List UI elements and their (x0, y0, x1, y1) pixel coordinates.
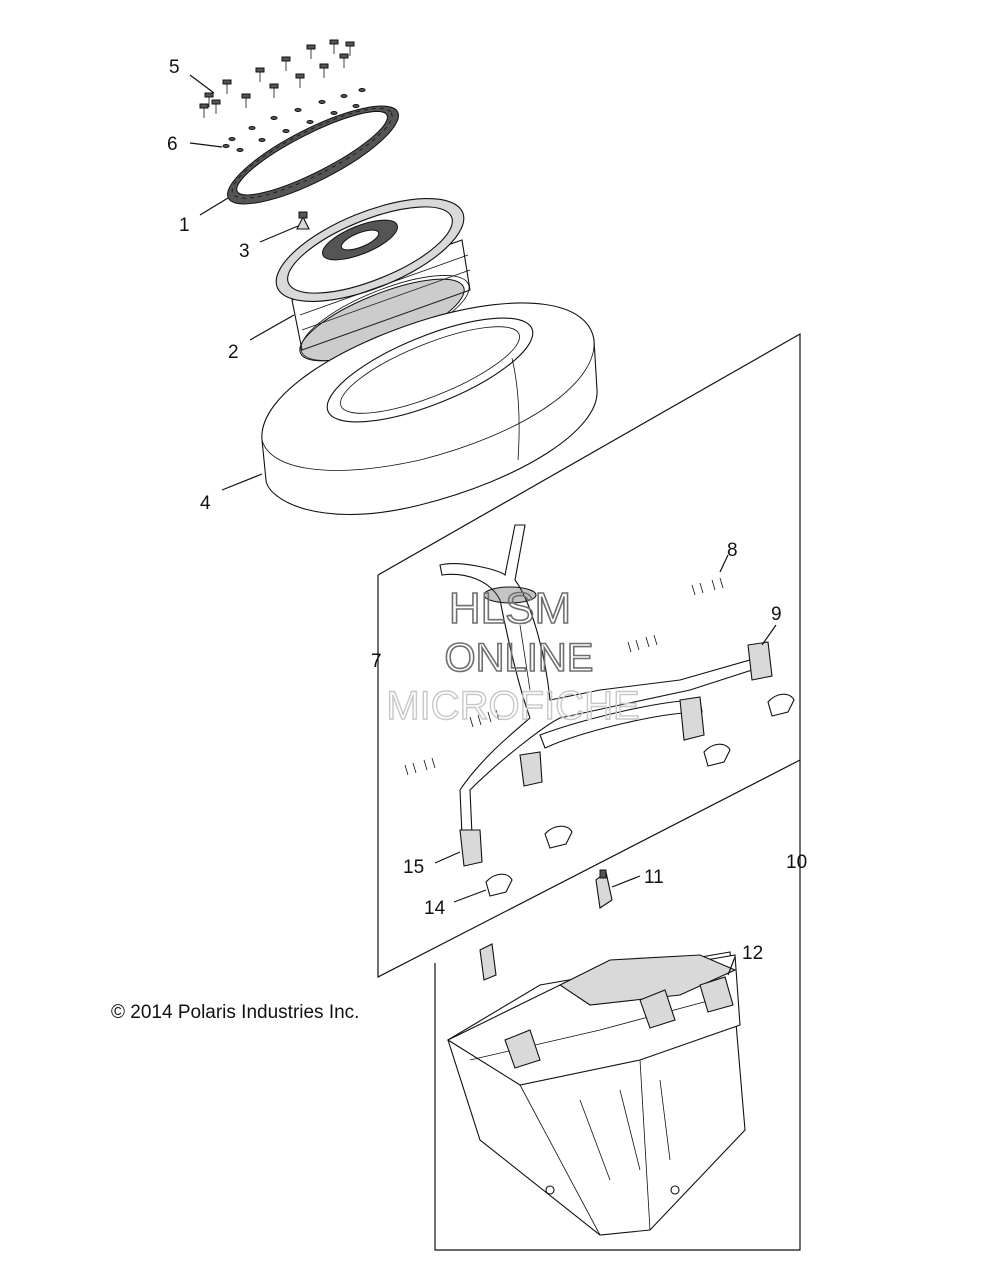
watermark: HLSM ONLINE MICROFICHE (386, 583, 641, 729)
callout-14: 14 (424, 898, 446, 919)
callout-12: 12 (742, 943, 763, 964)
callout-6: 6 (167, 134, 178, 155)
watermark-line-3: MICROFICHE (386, 684, 639, 728)
washer-set (222, 88, 366, 152)
screw-set (199, 39, 355, 118)
callout-labels: 5 6 1 3 2 4 8 9 7 10 15 11 14 12 (167, 57, 807, 964)
tire (261, 302, 598, 516)
fastener-set (404, 577, 724, 776)
callout-7: 7 (371, 651, 382, 672)
beadlock-ring (227, 105, 399, 205)
callout-1: 1 (179, 215, 190, 236)
leader-lines (189, 74, 777, 976)
clip-set (459, 641, 773, 867)
pad-set (485, 693, 795, 897)
wheel-rim (275, 198, 471, 362)
callout-15: 15 (403, 857, 424, 878)
callout-4: 4 (200, 493, 211, 514)
valve-stem (296, 211, 310, 230)
callout-3: 3 (239, 241, 250, 262)
callout-8: 8 (727, 540, 738, 561)
callout-10: 10 (786, 852, 807, 873)
copyright-notice: © 2014 Polaris Industries Inc. (111, 1002, 359, 1023)
callout-9: 9 (771, 604, 782, 625)
storage-box (446, 951, 746, 1236)
group-bracket-10 (434, 760, 801, 1251)
watermark-line-1: HLSM (449, 584, 571, 633)
latch (479, 869, 613, 981)
callout-2: 2 (228, 342, 239, 363)
rack-tube (439, 524, 753, 836)
callout-11: 11 (644, 867, 664, 888)
callout-5: 5 (169, 57, 180, 78)
watermark-line-2: ONLINE (445, 636, 594, 680)
